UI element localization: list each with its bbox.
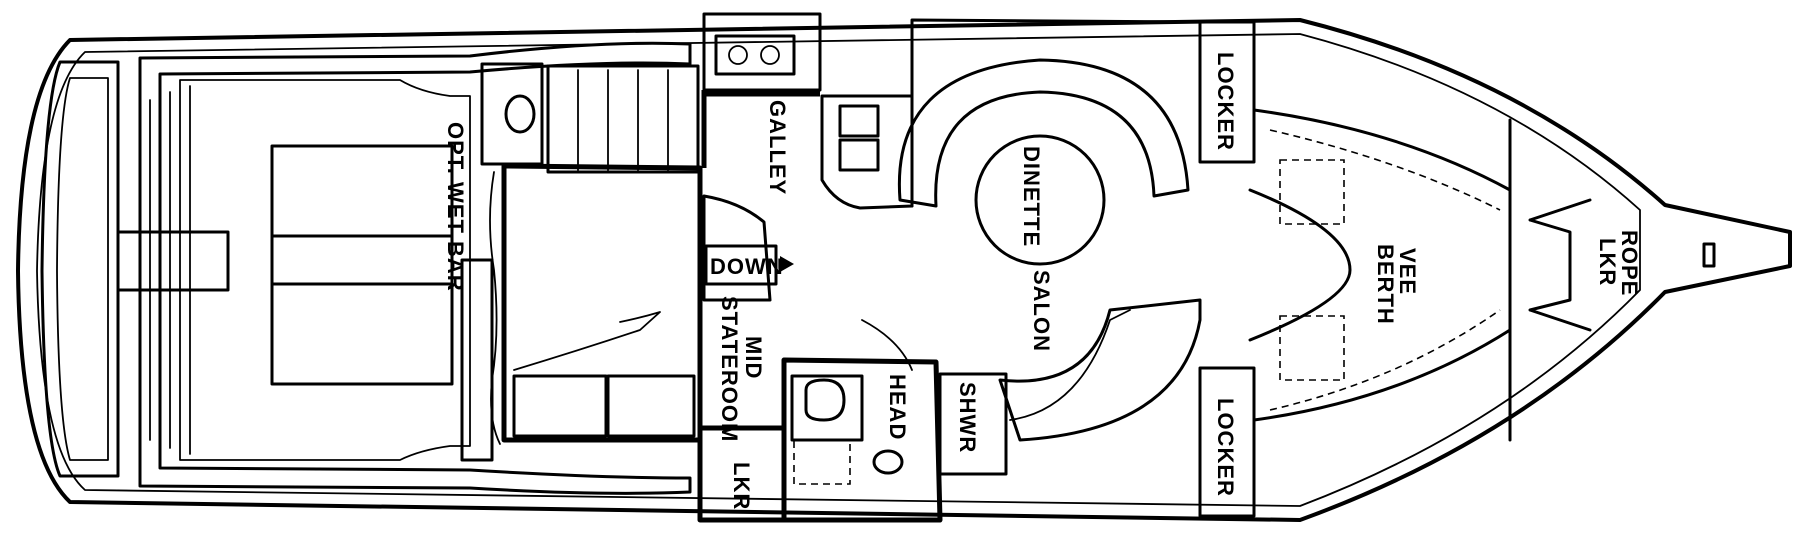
- vee-berth-hatch: [1279, 315, 1345, 381]
- down-sign: [704, 244, 778, 286]
- hull: [16, 18, 1792, 522]
- aft-toilet-icon: [504, 94, 536, 134]
- galley-label: GALLEY: [765, 100, 790, 195]
- mid-berth-cushion: [512, 374, 608, 438]
- rope-lkr-label-line1: ROPE: [1617, 230, 1642, 296]
- head-compartment: HEAD SHWR: [781, 319, 1008, 523]
- transom-inner: [56, 77, 109, 461]
- rope-locker: ROPE LKR: [1508, 118, 1716, 442]
- companion-steps: [546, 64, 700, 174]
- galley-sink: [838, 104, 880, 138]
- vee-berth: VEE BERTH: [1248, 108, 1512, 422]
- seat-cushion: [270, 144, 454, 238]
- transom-platform: [40, 60, 120, 478]
- hull-outer: [16, 18, 1792, 522]
- mid-berth-edge: [489, 171, 501, 445]
- vee-berth-dashed: [1269, 129, 1501, 411]
- cockpit-bench: [116, 230, 230, 292]
- stove: [714, 34, 796, 76]
- head-sink-cabinet: [793, 439, 851, 485]
- salon-bulkhead-top: [910, 18, 1202, 208]
- forward-lockers: LOCKER LOCKER: [1198, 20, 1256, 518]
- wet-bar-counter: [460, 258, 494, 462]
- dinette-label: DINETTE: [1019, 146, 1044, 247]
- cockpit-floor: [179, 79, 471, 461]
- down-label: DOWN: [710, 254, 784, 279]
- salon-label: SALON: [1029, 270, 1054, 352]
- seat-cushion: [270, 234, 454, 286]
- mid-stateroom: MID STATEROOM: [489, 163, 766, 445]
- head-label: HEAD: [885, 374, 910, 440]
- galley-sink: [838, 138, 880, 172]
- wet-bar-label: OPT. WET BAR: [443, 122, 468, 292]
- vee-berth-cushion: [1248, 188, 1352, 342]
- shwr-label: SHWR: [955, 382, 980, 453]
- rope-locker-outline: [1528, 198, 1592, 332]
- vee-berth-label-line2: BERTH: [1373, 244, 1398, 325]
- mid-stateroom-label-line2: STATEROOM: [717, 296, 742, 442]
- toilet-icon: [804, 378, 846, 422]
- mid-berth-cushion: [606, 374, 696, 438]
- salon-settee: [998, 298, 1202, 442]
- hull-inner: [36, 33, 1641, 507]
- locker-bottom: [1198, 366, 1256, 518]
- locker-bottom-label: LOCKER: [1213, 398, 1238, 497]
- lkr-compartment: [697, 425, 787, 523]
- vee-berth-hatch: [1279, 159, 1345, 225]
- head-door-swing: [861, 319, 913, 371]
- rope-lkr-label-line2: LKR: [1595, 238, 1620, 286]
- lkr-label: LKR: [729, 462, 754, 510]
- head-sink-icon: [872, 449, 904, 475]
- galley-counter-fwd: [820, 94, 914, 210]
- stove-burner-icon: [760, 45, 780, 65]
- dinette-table: [974, 134, 1106, 266]
- seat-cushion: [270, 282, 454, 386]
- companionway: DOWN: [702, 194, 794, 302]
- mid-stateroom-label-line1: MID: [741, 336, 766, 379]
- vee-berth-label-line1: VEE: [1395, 248, 1420, 295]
- bedding-fold: [513, 311, 661, 371]
- aft-locker: LKR: [697, 425, 787, 523]
- bow-cleat-icon: [1702, 242, 1716, 268]
- galley-counter-aft: [702, 12, 822, 92]
- mid-stateroom-bulkhead: [501, 163, 703, 443]
- wet-bar-area: OPT. WET BAR: [443, 62, 700, 462]
- galley: GALLEY: [701, 12, 914, 210]
- shower-stall: [938, 372, 1008, 476]
- cockpit-coaming: [138, 41, 692, 495]
- dinette-settee: [897, 58, 1190, 208]
- locker-top-label: LOCKER: [1213, 52, 1238, 151]
- salon-floor-curve: [1009, 309, 1131, 421]
- head-vanity: [790, 374, 864, 442]
- salon: DINETTE SALON: [897, 18, 1202, 442]
- stove-burner-icon: [728, 45, 748, 65]
- down-arrow-icon: [780, 256, 794, 272]
- companionway-wall: [702, 194, 772, 302]
- locker-top: [1198, 20, 1256, 164]
